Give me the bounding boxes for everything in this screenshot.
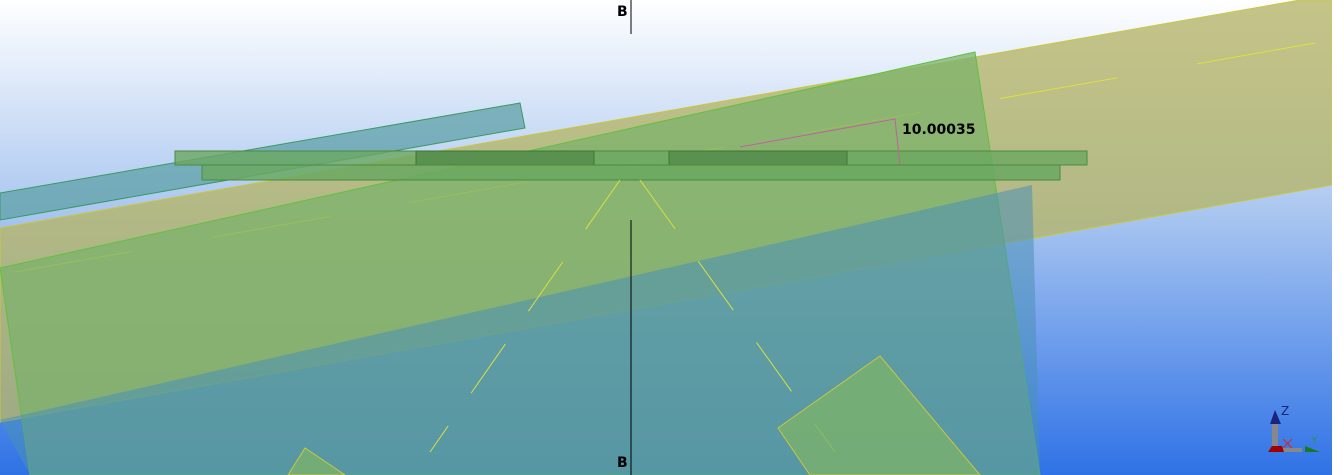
dimension-line[interactable] bbox=[739, 118, 901, 166]
plate-bottom-right[interactable] bbox=[777, 355, 981, 475]
axis-gizmo bbox=[1268, 410, 1320, 452]
member-bottom[interactable] bbox=[201, 164, 1061, 181]
member-segment-left[interactable] bbox=[415, 150, 595, 166]
diagonal-left bbox=[429, 179, 621, 453]
plate-lower-region bbox=[0, 185, 1040, 475]
member-segment-right[interactable] bbox=[668, 150, 848, 166]
axis-label-z: Z bbox=[1281, 404, 1290, 418]
gridline-label-bottom: B bbox=[617, 455, 628, 471]
axis-label-y: Y bbox=[1312, 436, 1317, 445]
plate-bottom-left[interactable] bbox=[287, 447, 346, 475]
viewport-edge bbox=[1332, 0, 1344, 475]
member-top[interactable] bbox=[174, 150, 1088, 166]
gridline-label-top: B bbox=[617, 4, 628, 20]
diagonal-right bbox=[639, 179, 836, 453]
dimension-value: 10.00035 bbox=[902, 122, 976, 138]
